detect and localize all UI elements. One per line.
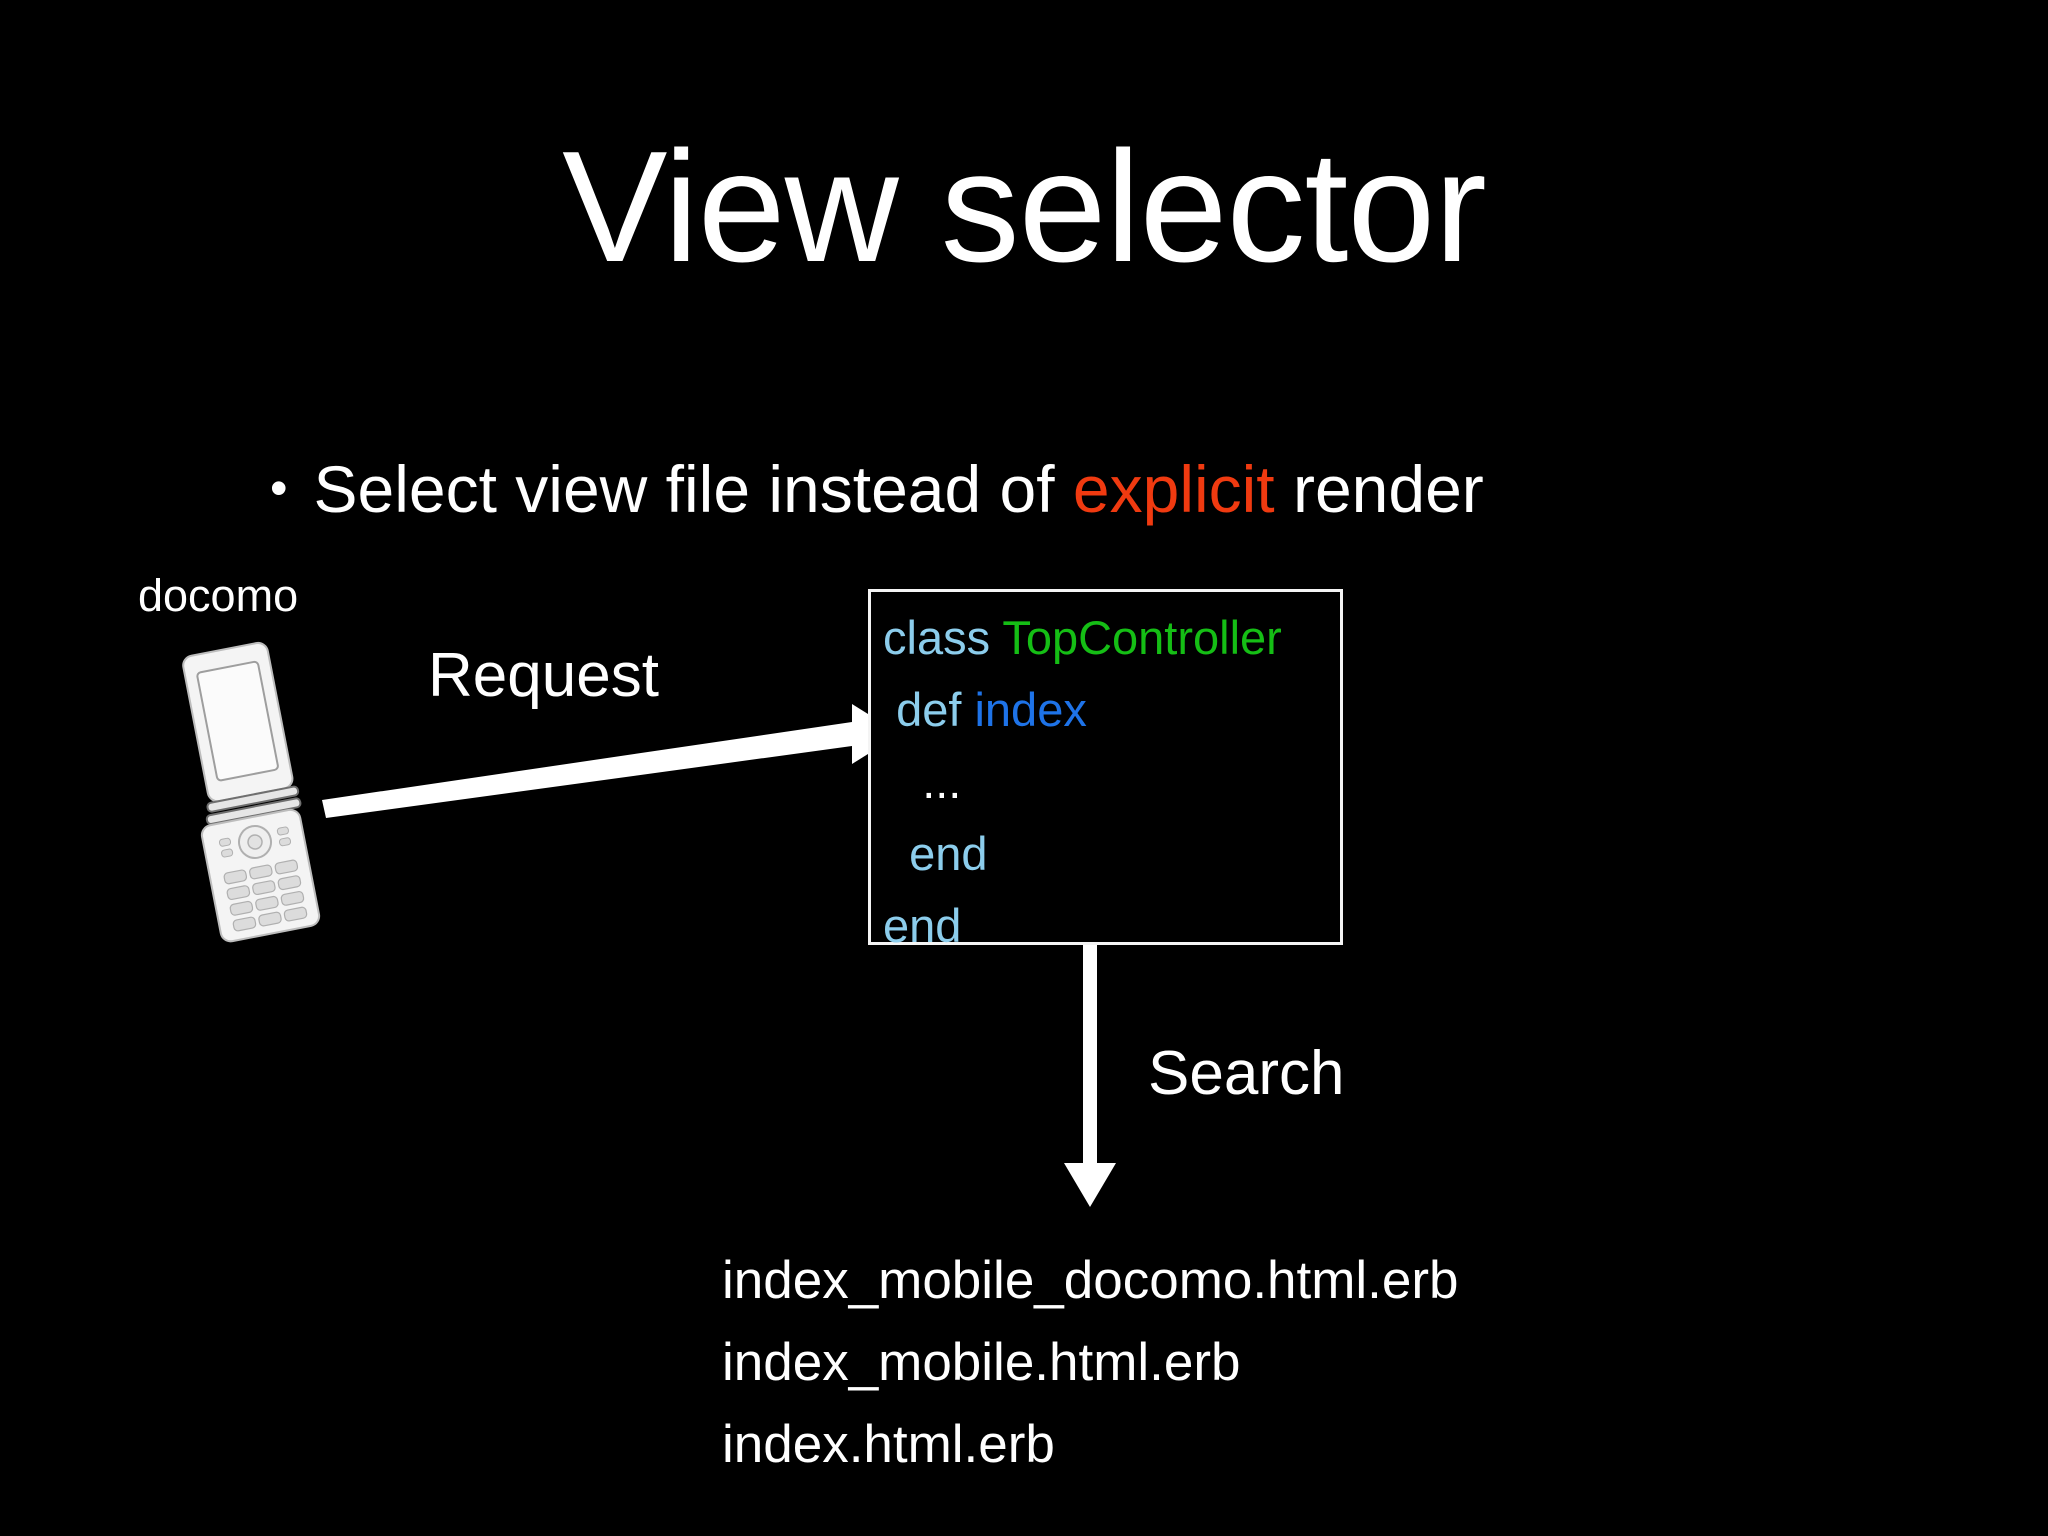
search-arrow-icon [1050, 945, 1140, 1215]
docomo-label: docomo [138, 570, 299, 621]
list-item: index.html.erb [722, 1415, 1055, 1474]
code-method-name: index [974, 683, 1087, 736]
list-item: index_mobile_docomo.html.erb [722, 1251, 1459, 1310]
code-keyword-end-inner: end [909, 827, 988, 880]
code-keyword-end-outer: end [883, 899, 962, 952]
page-title: View selector [562, 119, 1487, 295]
code-line-1: class TopController [883, 602, 1340, 674]
search-label: Search [1148, 1039, 1345, 1108]
code-line-5: end [883, 890, 1340, 962]
code-line-4: end [883, 818, 1340, 890]
code-line-3: ... [883, 746, 1340, 818]
view-file-candidates-list: index_mobile_docomo.html.erb index_mobil… [722, 1240, 1722, 1486]
controller-code-box: class TopController def index ... end en… [868, 589, 1343, 952]
code-class-name: TopController [1002, 611, 1282, 664]
bullet-text-before: Select view file instead of [313, 452, 1073, 526]
bullet-highlight-explicit: explicit [1072, 452, 1275, 526]
list-item: index_mobile.html.erb [722, 1333, 1241, 1392]
bullet-text-after: render [1274, 452, 1484, 526]
code-ellipsis: ... [922, 755, 962, 808]
bullet-line: • Select view file instead of explicit re… [270, 452, 1890, 528]
flip-phone-icon [150, 635, 350, 945]
code-keyword-class: class [883, 611, 991, 664]
request-label: Request [428, 641, 659, 710]
code-line-2: def index [883, 674, 1340, 746]
code-keyword-def: def [896, 683, 962, 736]
bullet-marker: • [270, 460, 288, 516]
